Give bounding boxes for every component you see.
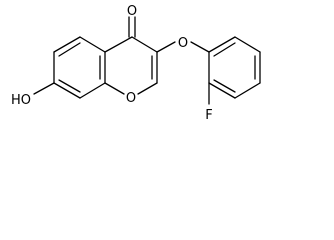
- hydroxyl-label: HO: [11, 93, 31, 108]
- molecule-structure: O O O HO F: [11, 4, 261, 123]
- ring-oxygen-label: O: [126, 91, 136, 106]
- bond-lines: [33, 16, 261, 105]
- carbonyl-oxygen-label: O: [127, 4, 137, 19]
- atom-labels: O O O HO F: [11, 4, 213, 123]
- fluorine-label: F: [205, 108, 212, 123]
- ether-oxygen-label: O: [178, 36, 188, 51]
